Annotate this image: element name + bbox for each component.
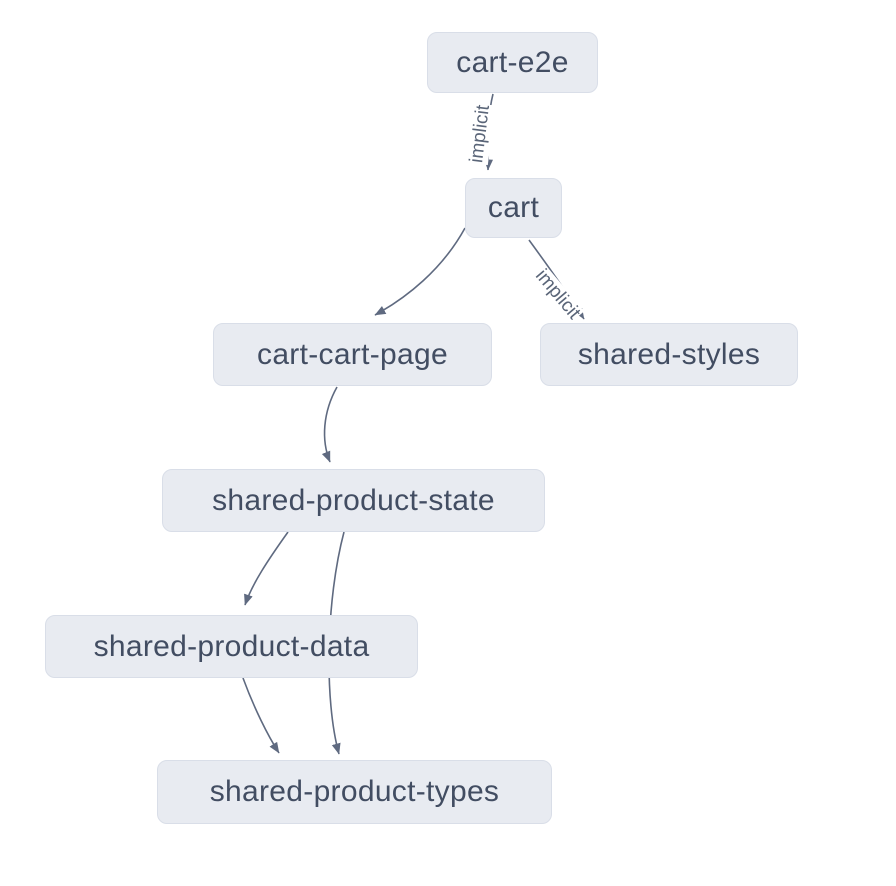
node-cart-e2e[interactable]: cart-e2e (427, 32, 598, 93)
edge-cart-cart-page-to-shared-product-state (321, 386, 338, 463)
node-cart[interactable]: cart (465, 178, 562, 238)
node-cart-cart-page-label: cart-cart-page (257, 337, 448, 371)
node-shared-product-types-label: shared-product-types (209, 775, 500, 808)
node-cart-label: cart (487, 191, 540, 224)
node-shared-product-types[interactable]: shared-product-types (157, 760, 552, 824)
node-shared-product-state-label: shared-product-state (212, 483, 495, 517)
edge-cart-to-cart-cart-page (374, 227, 466, 316)
node-shared-product-data[interactable]: shared-product-data (45, 615, 418, 678)
node-shared-styles-label: shared-styles (577, 337, 761, 371)
node-shared-product-data-label: shared-product-data (93, 629, 370, 663)
edge-shared-product-state-to-shared-product-data (244, 531, 289, 606)
edge-shared-product-data-to-shared-product-types (242, 677, 280, 754)
node-cart-e2e-label: cart-e2e (456, 45, 569, 79)
node-shared-styles[interactable]: shared-styles (540, 323, 798, 386)
node-cart-cart-page[interactable]: cart-cart-page (213, 323, 492, 386)
node-shared-product-state[interactable]: shared-product-state (162, 469, 545, 532)
